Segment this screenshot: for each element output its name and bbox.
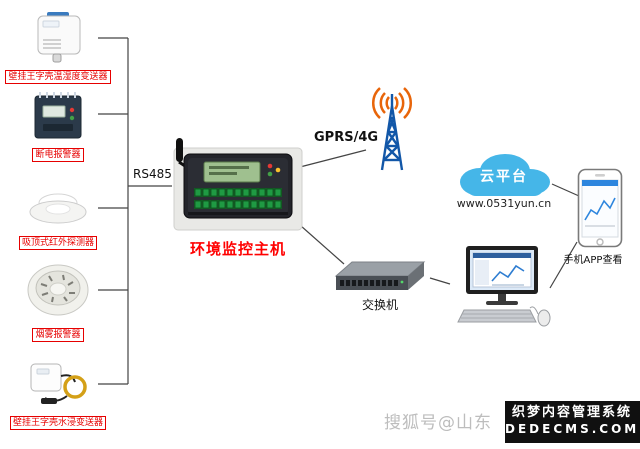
gprs-tower-icon — [360, 84, 424, 176]
device-label-smoke-alarm: 烟雾报警器 — [32, 328, 84, 342]
network-switch-icon — [330, 254, 430, 300]
device-label-water-leak-transmitter: 壁挂王字壳水浸变送器 — [9, 416, 106, 430]
device-label-power-failure-alarm: 断电报警器 — [32, 148, 84, 162]
smoke-alarm-icon — [4, 258, 112, 322]
watermark-dedecms-line2: DEDECMS.COM — [505, 422, 640, 436]
ceiling-ir-detector-icon — [4, 186, 112, 230]
watermark-sohu: 搜狐号@山东 — [384, 413, 492, 433]
device-ceiling-ir-detector: 吸顶式红外探测器 — [4, 186, 112, 250]
cloud-platform-label: 云平台 — [480, 169, 528, 185]
monitoring-host-label: 环境监控主机 — [189, 240, 286, 258]
switch-label: 交换机 — [361, 298, 398, 312]
device-water-leak-transmitter: 壁挂王字壳水浸变送器 — [4, 356, 112, 430]
device-label-ceiling-ir-detector: 吸顶式红外探测器 — [18, 236, 97, 250]
water-leak-transmitter-icon — [4, 356, 112, 410]
cloud-platform-icon — [450, 146, 558, 206]
device-label-temp-humidity: 壁挂王字壳温湿度变送器 — [5, 70, 111, 84]
monitoring-host-icon — [170, 136, 306, 240]
device-temp-humidity: 壁挂王字壳温湿度变送器 — [4, 10, 112, 84]
cloud-url: www.0531yun.cn — [456, 197, 552, 210]
temp-humidity-sensor-icon — [4, 10, 112, 64]
watermark-dedecms-line1: 织梦内容管理系统 — [511, 405, 632, 420]
device-power-failure-alarm: 断电报警器 — [4, 88, 112, 162]
phone-icon — [577, 168, 623, 252]
device-smoke-alarm: 烟雾报警器 — [4, 258, 112, 342]
watermark-dedecms: 织梦内容管理系统 DEDECMS.COM — [505, 401, 640, 443]
rs485-bus-label: RS485 — [133, 167, 172, 181]
phone-app-label: 手机APP查看 — [563, 255, 623, 266]
gprs-4g-label: GPRS/4G — [314, 130, 379, 145]
power-failure-alarm-icon — [4, 88, 112, 142]
computer-icon — [446, 246, 554, 332]
